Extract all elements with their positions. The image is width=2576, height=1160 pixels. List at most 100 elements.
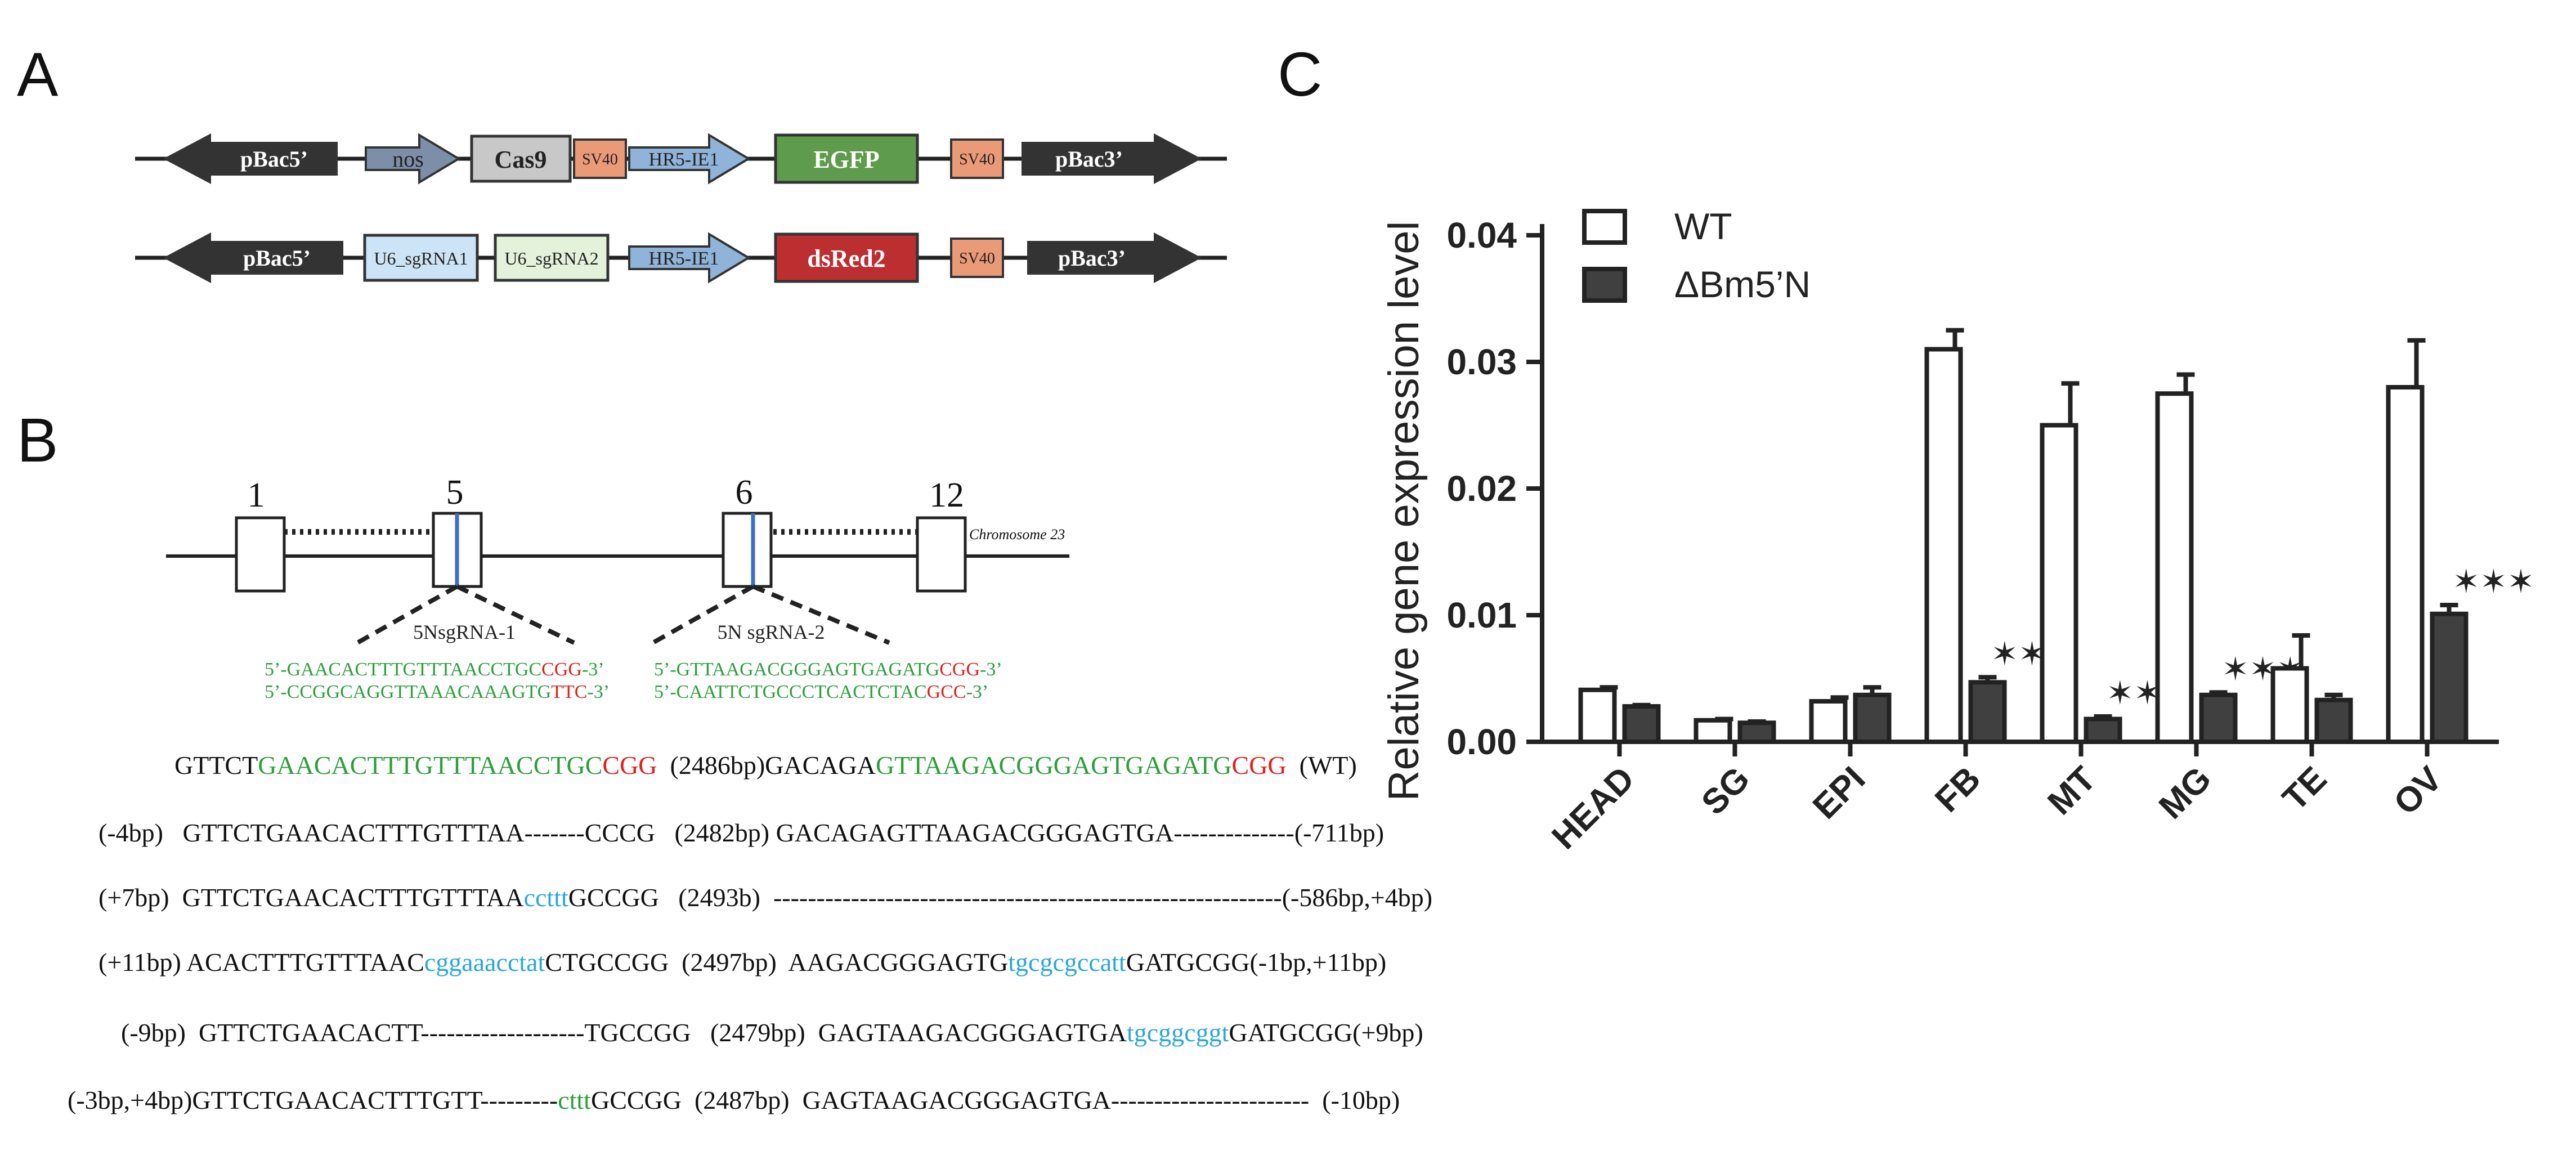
legend-label-wt: WT (1674, 205, 1732, 247)
x-tick-label: FB (1928, 759, 1988, 819)
exon-12 (916, 516, 967, 593)
bar-wt (2386, 385, 2425, 744)
u6-sgrna1-label: U6_sgRNA1 (374, 248, 468, 268)
pbac3-label-2: pBac3’ (1058, 245, 1126, 271)
chart-bars: ✶✶✶✶✶✶✶✶✶✶✶✶ (1578, 328, 2535, 744)
pbac5-arrow-2 (163, 232, 343, 283)
dsred2-box (774, 232, 919, 283)
u6-sgrna1-box (363, 234, 479, 282)
panel-label-a: A (17, 40, 59, 109)
sv40-box-2 (950, 138, 1004, 179)
pbac5-label: pBac5’ (240, 146, 308, 172)
legend-swatch-wt (1582, 209, 1627, 245)
bar-mutant (2314, 697, 2353, 744)
u6-sgrna2-label: U6_sgRNA2 (504, 248, 598, 268)
allele-segment: GAACACTTTGTTTAACCTGC (258, 751, 602, 780)
x-tick-label: OV (2386, 759, 2449, 822)
allele-segment: GTTAAGACGGGAGTGAGATG (876, 751, 1232, 780)
sv40-label-1: SV40 (582, 151, 618, 168)
x-tick-label: TE (2275, 759, 2335, 818)
allele-segment: GATGCGG(-1bp,+11bp) (1126, 948, 1386, 977)
legend-swatch-mutant (1582, 267, 1627, 303)
hr5-ie1-label-2: HR5-IE1 (649, 248, 719, 269)
sgrna1-bottom-seq: 5’-CCGGCAGGTTAAACAAAGTGTTC-3’ (265, 682, 610, 702)
chart-legend: WT ΔBm5’N (1582, 205, 1811, 305)
y-tick-label: 0.01 (1446, 595, 1517, 635)
sv40-label-3: SV40 (959, 250, 995, 267)
gene-model: 1 5 6 12 Chromosome 23 5NsgRNA-1 5N sgRN… (166, 473, 1069, 702)
hr5-ie1-arrow-1 (628, 133, 751, 185)
pbac3-label: pBac3’ (1055, 146, 1123, 172)
allele-segment: (+7bp) GTTCTGAACACTTTGTTTAA (98, 883, 524, 912)
y-tick-label: 0.03 (1446, 342, 1517, 382)
allele-sequence-list: GTTCTGAACACTTTGTTTAACCTGC CGG (2486bp)GAC… (68, 751, 1432, 1114)
allele-segment: ccttt (524, 883, 568, 912)
allele-segment: (-9bp) GTTCTGAACACTT-------------------T… (121, 1018, 1127, 1047)
cas9-box (470, 135, 572, 183)
hr5-ie1-label-1: HR5-IE1 (649, 149, 719, 170)
bar-wt (2155, 391, 2194, 744)
x-tick-label: SG (1694, 759, 1757, 822)
hr5-ie1-arrow-2 (628, 232, 751, 284)
egfp-box (774, 133, 919, 184)
egfp-label: EGFP (813, 146, 879, 173)
nos-promoter-arrow (365, 133, 461, 185)
panel-label-b: B (17, 406, 58, 475)
allele-segment: (-3bp,+4bp)GTTCTGAACACTTTGTT--------- (68, 1086, 558, 1114)
sgrna1-top-seq: 5’-GAACACTTTGTTTAACCTGCCGG-3’ (265, 659, 604, 680)
y-axis-title: Relative gene expression level (1380, 221, 1428, 801)
allele-segment: (+11bp) ACACTTTGTTTAAC (98, 948, 424, 977)
allele-row: (-9bp) GTTCTGAACACTT-------------------T… (121, 1018, 1423, 1047)
x-tick-label: EPI (1806, 759, 1872, 826)
allele-segment: CGG (1232, 751, 1287, 780)
u6-sgrna2-box (494, 234, 610, 282)
significance-stars: ✶✶✶ (2453, 563, 2535, 600)
bar-wt (2040, 423, 2078, 744)
sgrna1-label: 5NsgRNA-1 (413, 621, 516, 643)
exon-5-number: 5 (446, 473, 464, 512)
bar-mutant (2199, 692, 2238, 744)
allele-segment: CTGCCGG (2497bp) AAGACGGGAGTG (545, 948, 1008, 977)
pbac3-arrow-2 (1027, 232, 1202, 283)
allele-segment: GATGCGG(+9bp) (1229, 1018, 1423, 1047)
exon-1 (235, 516, 286, 593)
allele-segment: GCCGG (2487bp) GAGTAAGACGGGAGTGA--------… (591, 1086, 1400, 1114)
bar-mutant (2430, 611, 2469, 744)
sv40-box-3 (950, 238, 1004, 278)
y-tick-label: 0.02 (1446, 468, 1517, 509)
construct-2: pBac5’ U6_sgRNA1 U6_sgRNA2 HR5-IE1 dsRed… (135, 232, 1227, 284)
sgrna2-bottom-seq: 5’-CAATTCTGCCCTCACTCTACGCC-3’ (654, 682, 988, 702)
sgrna2-label: 5N sgRNA-2 (717, 621, 825, 643)
allele-segment: (2486bp)GACAGA (657, 751, 876, 780)
allele-row: (-3bp,+4bp)GTTCTGAACACTTTGTT---------ctt… (68, 1086, 1400, 1114)
y-tick-label: 0.00 (1446, 722, 1517, 762)
bar-mutant (1622, 704, 1661, 744)
x-tick-label: MG (2152, 759, 2219, 826)
allele-segment: cggaaacctat (424, 948, 545, 977)
allele-row: (+11bp) ACACTTTGTTTAACcggaaacctatCTGCCGG… (98, 948, 1386, 977)
pbac5-arrow (163, 133, 338, 184)
sv40-label-2: SV40 (959, 151, 995, 168)
zoom-line-6b (752, 584, 890, 645)
exon-1-number: 1 (248, 476, 265, 514)
allele-row: (-4bp) GTTCTGAACACTTTGTTTAA-------CCCG (… (98, 818, 1384, 847)
zoom-line-5b (456, 584, 575, 645)
sgrna2-top-seq: 5’-GTTAAGACGGGAGTGAGATGCGG-3’ (654, 659, 1002, 680)
allele-segment: GTTCT (174, 751, 258, 780)
allele-segment: (WT) (1287, 751, 1357, 780)
panel-label-c: C (1278, 40, 1322, 109)
pbac5-label-2: pBac5’ (243, 245, 311, 271)
allele-segment: cttt (558, 1086, 591, 1114)
construct-1: pBac5’ nos Cas9 SV40 HR5-IE1 EGFP SV40 p… (135, 133, 1227, 185)
bar-wt (2270, 666, 2309, 744)
allele-row: (+7bp) GTTCTGAACACTTTGTTTAAcctttGCCGG (2… (98, 883, 1432, 912)
bar-wt (1924, 347, 1963, 744)
bar-mutant (2084, 716, 2122, 744)
exon-12-number: 12 (929, 476, 964, 514)
bar-mutant (1737, 720, 1776, 744)
allele-segment: GCCGG (2493b) --------------------------… (568, 883, 1432, 912)
bar-wt (1694, 718, 1732, 744)
chromosome-label: Chromosome 23 (969, 526, 1065, 543)
